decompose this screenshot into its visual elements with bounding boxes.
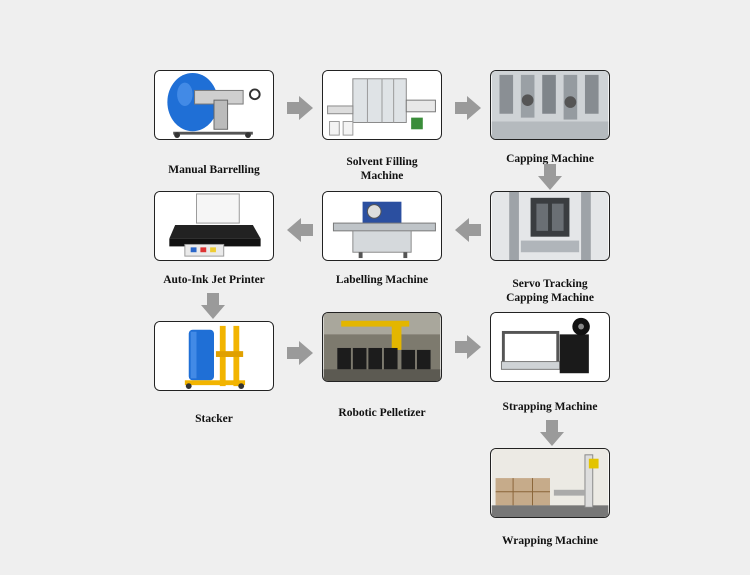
arrow-right-icon [455,335,481,359]
stacker-image [154,321,274,391]
stacker-label: Stacker [195,413,233,425]
arrow-left-icon [287,218,313,242]
robotic-pelletizer-label: Robotic Pelletizer [338,407,426,419]
strapping-machine-image [490,312,610,382]
labelling-machine-label: Labelling Machine [335,274,429,286]
labelling-machine-image [322,191,442,261]
inkjet-printer-image [154,191,274,261]
solvent-filling-image [322,70,442,140]
wrapping-machine-image [490,448,610,518]
arrow-right-icon [287,96,313,120]
servo-tracking-image [490,191,610,261]
solvent-filling-label: Solvent Filling Machine [346,156,418,182]
robotic-pelletizer-image [322,312,442,382]
strapping-machine-label: Strapping Machine [502,401,598,413]
manual-barrelling-label: Manual Barrelling [168,164,260,176]
servo-tracking-label: Servo Tracking Capping Machine [506,278,594,304]
inkjet-printer-label: Auto-Ink Jet Printer [163,274,265,286]
capping-machine-image [490,70,610,140]
wrapping-machine-label: Wrapping Machine [502,535,598,547]
manual-barrelling-image [154,70,274,140]
arrow-down-icon [201,293,225,319]
arrow-down-icon [540,420,564,446]
arrow-left-icon [455,218,481,242]
arrow-down-icon [538,164,562,190]
arrow-right-icon [287,341,313,365]
arrow-right-icon [455,96,481,120]
capping-machine-label: Capping Machine [506,153,594,165]
